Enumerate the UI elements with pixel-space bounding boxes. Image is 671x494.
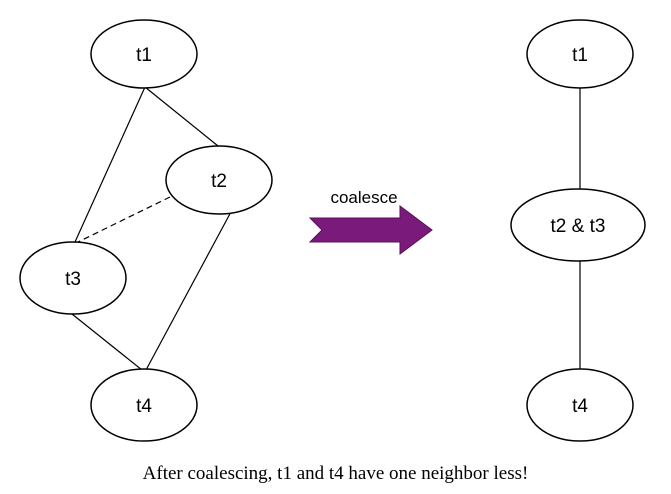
edge-t3-t4 <box>71 313 143 371</box>
arrow-icon <box>308 205 433 255</box>
edge-t1-t2 <box>144 86 219 147</box>
left-node-t3-label: t3 <box>65 269 81 290</box>
left-graph-edges <box>71 86 233 371</box>
right-node-t23-label: t2 & t3 <box>551 216 606 237</box>
left-node-t1-label: t1 <box>136 45 152 66</box>
edge-t2-t4 <box>145 209 233 371</box>
right-node-t23: t2 & t3 <box>510 188 646 262</box>
left-node-t1: t1 <box>90 19 198 89</box>
right-node-t1-label: t1 <box>572 45 588 66</box>
left-node-t4: t4 <box>90 368 198 442</box>
caption: After coalescing, t1 and t4 have one nei… <box>142 463 529 484</box>
edge-t2-t3-interference <box>77 196 171 243</box>
right-node-t1: t1 <box>526 19 634 89</box>
left-node-t2: t2 <box>165 145 273 215</box>
left-node-t4-label: t4 <box>136 396 152 417</box>
right-node-t4: t4 <box>526 368 634 442</box>
right-node-t4-label: t4 <box>572 396 588 417</box>
edge-t1-t3 <box>74 86 146 243</box>
arrow-label: coalesce <box>330 188 397 207</box>
left-node-t3: t3 <box>19 241 127 315</box>
coalesce-arrow: coalesce <box>308 188 433 255</box>
left-node-t2-label: t2 <box>211 171 227 192</box>
